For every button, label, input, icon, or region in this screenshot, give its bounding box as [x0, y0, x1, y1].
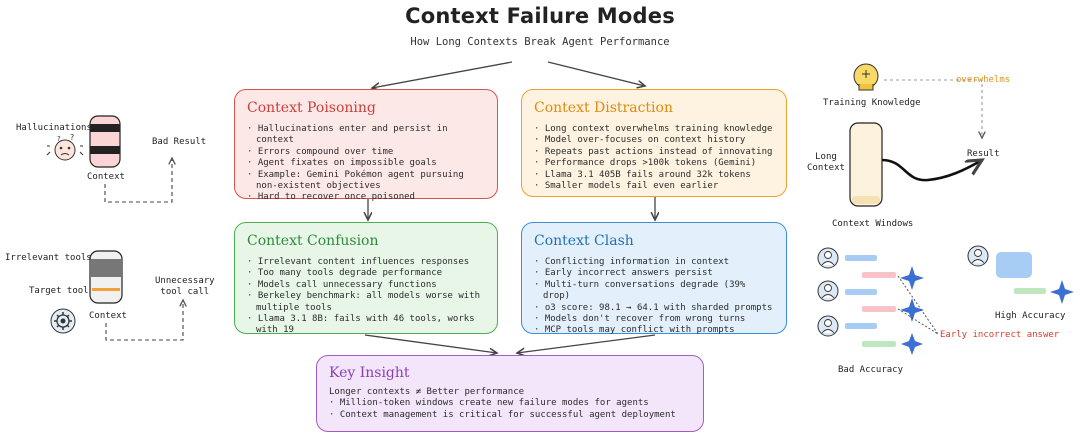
unnecessary-tool-call-label: Unnecessary tool call [155, 276, 215, 298]
early-incorrect-pointer [897, 275, 939, 335]
sparkle-icon [900, 298, 924, 322]
svg-text:?: ? [57, 135, 61, 143]
context-confusion-card: Context Confusion Irrelevant content inf… [234, 222, 498, 337]
user-icon [817, 247, 839, 269]
bad-accuracy-diagram [817, 247, 939, 355]
message-bar [862, 341, 896, 347]
message-bar [845, 289, 877, 295]
list-item: MCP tools may conflict with prompts [534, 325, 774, 336]
long-context-to-result-arrow [881, 160, 982, 182]
message-bar [862, 272, 896, 278]
context-windows-label: Context Windows [832, 219, 914, 229]
context-label: Context [89, 311, 127, 321]
list-item: Hallucinations enter and persist in cont… [247, 124, 485, 147]
svg-text:?: ? [70, 133, 74, 142]
card-title: Context Poisoning [247, 100, 376, 116]
overwhelms-label: overwhelms [956, 75, 1011, 85]
bad-result-label: Bad Result [152, 137, 207, 147]
user-icon [817, 315, 839, 337]
card-list: Long context overwhelms training knowled… [534, 124, 774, 192]
list-item: Too many tools degrade performance [247, 268, 485, 279]
sparkle-icon [1050, 280, 1074, 304]
card-list: Irrelevant content influences responses … [247, 257, 485, 337]
left-top-context-stack [89, 115, 121, 168]
list-item: Million-token windows create new failure… [329, 398, 691, 409]
result-label: Result [967, 149, 1000, 159]
early-incorrect-answer-label: Early incorrect answer [940, 330, 1060, 340]
list-item: Example: Gemini Pokémon agent pursuing n… [247, 170, 485, 193]
user-icon [817, 280, 839, 302]
hallucinations-label: Hallucinations [16, 123, 92, 133]
context-poisoning-card: Context Poisoning Hallucinations enter a… [234, 89, 498, 202]
left-bottom-context-stack [89, 250, 123, 304]
message-block [996, 252, 1032, 278]
confused-face-icon: ? ? [46, 133, 84, 161]
page-title: Context Failure Modes [405, 4, 675, 28]
irrelevant-tools-label: Irrelevant tools [5, 253, 92, 263]
context-text: Context [807, 163, 845, 173]
message-bar [845, 255, 877, 261]
list-item: Irrelevant content influences responses [247, 257, 485, 268]
bad-accuracy-label: Bad Accuracy [838, 365, 904, 375]
message-bar [1014, 288, 1046, 294]
list-item: Model over-focuses on context history [534, 135, 774, 146]
high-accuracy-diagram [967, 245, 1074, 304]
list-item: Berkeley benchmark: all models worse wit… [247, 291, 485, 314]
list-item: Models don't recover from wrong turns [534, 314, 774, 325]
list-item: Early incorrect answers persist [534, 268, 774, 279]
context-distraction-card: Context Distraction Long context overwhe… [521, 89, 787, 197]
lightbulb-head-icon [853, 63, 879, 91]
list-item: Llama 3.1 405B fails around 32k tokens [534, 170, 774, 181]
tool-call-text: tool call [160, 287, 210, 297]
long-text: Long [815, 152, 837, 162]
list-item: Hard to recover once poisoned [247, 192, 485, 203]
list-item: Long context overwhelms training knowled… [534, 124, 774, 135]
arrow-clash-to-insight [517, 334, 656, 353]
list-item: Agent fixates on impossible goals [247, 158, 485, 169]
key-insight-card: Key Insight Longer contexts ≠ Better per… [316, 355, 704, 432]
page-subtitle: How Long Contexts Break Agent Performanc… [410, 36, 670, 48]
early-incorrect-pointer [897, 308, 939, 335]
list-item: Repeats past actions instead of innovati… [534, 147, 774, 158]
list-item: Context management is critical for succe… [329, 410, 691, 421]
list-item: o3 score: 98.1 → 64.1 with sharded promp… [534, 303, 774, 314]
message-bar [862, 306, 896, 312]
context-clash-card: Context Clash Conflicting information in… [521, 222, 787, 337]
message-bar [845, 323, 877, 329]
list-item: Models call unnecessary functions [247, 280, 485, 291]
list-item: Llama 3.1 8B: fails with 46 tools, works… [247, 314, 485, 337]
card-list: Hallucinations enter and persist in cont… [247, 124, 485, 204]
card-list: Conflicting information in context Early… [534, 257, 774, 337]
list-item: Conflicting information in context [534, 257, 774, 268]
card-title: Context Confusion [247, 233, 379, 249]
long-context-label: Long Context [807, 152, 845, 174]
target-tool-label: Target tool [29, 286, 89, 296]
left-top-dashed-path [104, 158, 172, 203]
card-title: Context Clash [534, 233, 634, 249]
card-title: Key Insight [329, 365, 410, 381]
card-list: Million-token windows create new failure… [329, 398, 691, 421]
sparkle-icon [900, 266, 924, 290]
training-knowledge-label: Training Knowledge [823, 98, 921, 108]
list-item: Errors compound over time [247, 147, 485, 158]
card-title: Context Distraction [534, 100, 673, 116]
insight-lead: Longer contexts ≠ Better performance [329, 387, 525, 397]
left-bottom-dashed-path [105, 300, 183, 341]
context-window-stack [849, 122, 883, 207]
overwhelms-dashed-path [884, 79, 982, 138]
list-item: Multi-turn conversations degrade (39% dr… [534, 280, 774, 303]
list-item: Smaller models fail even earlier [534, 181, 774, 192]
sparkle-icon [901, 333, 923, 355]
unnecessary-text: Unnecessary [155, 276, 215, 286]
arrow-title-to-poisoning [372, 61, 513, 88]
context-label: Context [87, 172, 125, 182]
arrow-title-to-distraction [547, 61, 645, 86]
user-icon [967, 245, 989, 267]
high-accuracy-label: High Accuracy [995, 311, 1066, 321]
list-item: Performance drops >100k tokens (Gemini) [534, 158, 774, 169]
arrow-confusion-to-insight [364, 334, 497, 353]
gear-icon [50, 308, 76, 334]
